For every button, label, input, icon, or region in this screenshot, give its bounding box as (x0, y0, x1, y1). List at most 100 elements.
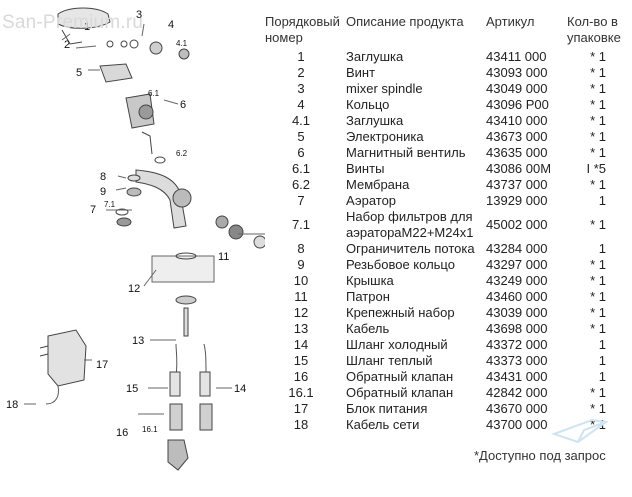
table-row: 6.1 Винты 43086 00M I *5 (265, 161, 632, 177)
hose-warm-part (199, 371, 211, 397)
diagram-label-7: 7 (90, 204, 96, 216)
row-desc: Аэратор (346, 193, 397, 208)
row-num: 3 (297, 81, 305, 96)
row-article: 43049 000 (486, 81, 548, 96)
row-num: 13 (293, 321, 309, 336)
row-qty: * 1 (590, 145, 606, 160)
row-desc: Шланг холодный (346, 337, 448, 352)
row-qty: * 1 (590, 257, 606, 272)
diagram-label-4-1: 4.1 (176, 39, 188, 48)
diagram-label-13: 13 (132, 335, 144, 347)
row-article: 42842 000 (486, 385, 548, 400)
row-desc: Патрон (346, 289, 390, 304)
diagram-label-6: 6 (180, 99, 186, 111)
row-article: 43410 000 (486, 113, 548, 128)
row-desc: Заглушка (346, 49, 404, 64)
row-article: 43086 00M (486, 161, 552, 176)
row-article: 43737 000 (486, 177, 548, 192)
row-qty: * 1 (590, 49, 606, 64)
row-desc: Резьбовое кольцо (346, 257, 455, 272)
row-article: 43039 000 (486, 305, 548, 320)
header-qty: Кол-во в упаковке (567, 14, 621, 45)
watermark-text: San-Premium.ru (2, 12, 144, 33)
row-desc: Обратный клапан (346, 385, 454, 400)
row-qty: * 1 (590, 289, 606, 304)
row-desc: Кабель (346, 321, 390, 336)
row-article: 43673 000 (486, 129, 548, 144)
row-num: 15 (293, 353, 309, 368)
row-desc: mixer spindle (346, 81, 423, 96)
row-num: 18 (293, 417, 309, 432)
row-desc: Электроника (346, 129, 424, 144)
power-supply-part (47, 329, 87, 387)
row-desc: Блок питания (346, 401, 428, 416)
row-article: 43373 000 (486, 353, 548, 368)
diagram-label-11: 11 (218, 251, 229, 263)
row-article: 43460 000 (486, 289, 548, 304)
row-qty: * 1 (590, 321, 606, 336)
row-num: 16 (293, 369, 309, 384)
row-qty: 1 (598, 369, 606, 384)
row-article: 43093 000 (486, 65, 548, 80)
row-desc: Винты (346, 161, 385, 176)
footnote: *Доступно под запрос (474, 448, 606, 463)
row-article: 43700 000 (486, 417, 548, 432)
diagram-label-16: 16 (116, 427, 128, 439)
diagram-label-3: 3 (136, 9, 142, 21)
diagram-label-4: 4 (168, 19, 174, 31)
row-article: 13929 000 (486, 193, 548, 208)
row-qty: * 1 (590, 65, 606, 80)
row-qty: * 1 (590, 217, 606, 232)
row-desc: Крышка (346, 273, 394, 288)
diagram-label-12: 12 (128, 283, 140, 295)
row-num: 10 (293, 273, 309, 288)
row-qty: * 1 (590, 401, 606, 416)
row-article: 43635 000 (486, 145, 548, 160)
row-desc: Крепежный набор (346, 305, 455, 320)
row-qty: 1 (598, 353, 606, 368)
spout-body-part (135, 169, 187, 229)
row-article: 43297 000 (486, 257, 548, 272)
row-qty: I *5 (586, 161, 606, 176)
aerator-part (116, 217, 132, 227)
check-valve-part (169, 403, 183, 431)
row-num: 4.1 (291, 113, 311, 128)
row-num: 6.1 (291, 161, 311, 176)
row-article: 43670 000 (486, 401, 548, 416)
row-qty: * 1 (590, 177, 606, 192)
diagram-label-6-1: 6.1 (148, 89, 160, 98)
small-screw-part (106, 40, 114, 48)
row-desc: Винт (346, 65, 376, 80)
hose-cold-part (169, 371, 181, 397)
ring-part (149, 41, 163, 55)
diagram-label-7-1: 7.1 (104, 200, 116, 209)
diagram-label-1: 1 (84, 21, 90, 33)
electronics-module-part (99, 63, 133, 83)
header-num: Порядковый номер (265, 14, 340, 45)
row-qty: 1 (598, 337, 606, 352)
diagram-label-16-1: 16.1 (142, 425, 158, 434)
row-num: 4 (297, 97, 305, 112)
row-desc: Кольцо (346, 97, 390, 112)
diagram-label-2: 2 (64, 39, 70, 51)
exploded-parts-diagram: 1 2 3 4 4.1 5 6 6.1 6.2 8 9 7 7.1 10 11 … (0, 0, 284, 492)
row-num: 12 (293, 305, 309, 320)
row-desc: Обратный клапан (346, 369, 454, 384)
watermark-logo (550, 418, 609, 444)
diagram-svg: 1 2 3 4 4.1 5 6 6.1 6.2 8 9 7 7.1 10 11 … (6, 7, 284, 471)
row-num: 6 (297, 145, 305, 160)
row-qty: 1 (598, 241, 606, 256)
